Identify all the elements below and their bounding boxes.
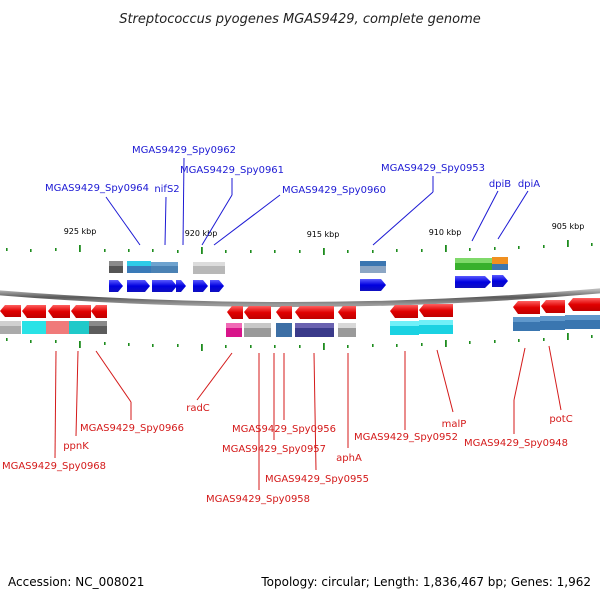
gene-label-spy0953[interactable]: MGAS9429_Spy0953 <box>381 163 485 174</box>
gene-label-apha[interactable]: aphA <box>336 453 362 464</box>
gene-label-dpia[interactable]: dpiA <box>518 179 540 190</box>
ruler-label-925: 925 kbp <box>64 227 97 236</box>
gene-arrow[interactable] <box>338 306 356 319</box>
gene-arrow[interactable] <box>568 298 600 311</box>
gene-label-spy0948[interactable]: MGAS9429_Spy0948 <box>464 438 568 449</box>
gene-label-spy0966[interactable]: MGAS9429_Spy0966 <box>80 423 184 434</box>
gene-label-spy0952[interactable]: MGAS9429_Spy0952 <box>354 432 458 443</box>
topology-text: Topology: circular; Length: 1,836,467 bp… <box>260 575 591 589</box>
gene-label-nifs2[interactable]: nifS2 <box>154 184 179 195</box>
gene-arrow[interactable] <box>390 305 418 318</box>
bottom-strand-genes <box>0 298 600 319</box>
gene-arrow[interactable] <box>419 304 453 317</box>
gene-arrow[interactable] <box>210 280 224 292</box>
bottom-annotation-blocks <box>0 315 600 337</box>
top-strand-genes <box>109 275 508 292</box>
accession-text: Accession: NC_008021 <box>8 575 144 589</box>
top-leader-lines <box>105 157 529 246</box>
genome-backbone <box>0 288 600 308</box>
gene-arrow[interactable] <box>152 280 177 292</box>
gene-label-radc[interactable]: radC <box>186 403 210 414</box>
gene-label-ppnk[interactable]: ppnK <box>63 441 89 452</box>
gene-arrow[interactable] <box>193 280 208 292</box>
gene-arrow[interactable] <box>48 305 70 318</box>
gene-label-spy0968[interactable]: MGAS9429_Spy0968 <box>2 461 106 472</box>
gene-arrow[interactable] <box>22 305 46 318</box>
gene-arrow[interactable] <box>295 306 334 319</box>
lower-tick-row <box>6 333 593 351</box>
gene-arrow[interactable] <box>276 306 292 319</box>
gene-arrow[interactable] <box>455 276 491 288</box>
top-annotation-blocks <box>109 257 508 274</box>
gene-label-dpib[interactable]: dpiB <box>489 179 511 190</box>
gene-arrow[interactable] <box>541 300 565 313</box>
gene-label-spy0956[interactable]: MGAS9429_Spy0956 <box>232 424 336 435</box>
gene-arrow[interactable] <box>0 305 21 317</box>
gene-label-spy0960[interactable]: MGAS9429_Spy0960 <box>282 185 386 196</box>
gene-label-spy0962[interactable]: MGAS9429_Spy0962 <box>132 145 236 156</box>
ruler-label-905: 905 kbp <box>552 222 585 231</box>
gene-label-spy0961[interactable]: MGAS9429_Spy0961 <box>180 165 284 176</box>
gene-arrow[interactable] <box>127 280 150 292</box>
upper-tick-row <box>6 240 593 255</box>
gene-label-malp[interactable]: malP <box>442 419 467 430</box>
gene-label-potc[interactable]: potC <box>549 414 572 425</box>
page-title: Streptococcus pyogenes MGAS9429, complet… <box>119 12 481 27</box>
gene-arrow[interactable] <box>176 280 186 292</box>
gene-arrow[interactable] <box>244 306 271 319</box>
gene-arrow[interactable] <box>492 275 508 287</box>
gene-label-spy0964[interactable]: MGAS9429_Spy0964 <box>45 183 149 194</box>
gene-arrow[interactable] <box>91 305 107 318</box>
gene-arrow[interactable] <box>71 305 91 318</box>
gene-arrow[interactable] <box>227 306 243 319</box>
gene-label-spy0955[interactable]: MGAS9429_Spy0955 <box>265 474 369 485</box>
gene-arrow[interactable] <box>513 301 540 314</box>
ruler-label-920: 920 kbp <box>185 229 218 238</box>
gene-arrow[interactable] <box>109 280 123 292</box>
gene-label-spy0957[interactable]: MGAS9429_Spy0957 <box>222 444 326 455</box>
gene-label-spy0958[interactable]: MGAS9429_Spy0958 <box>206 494 310 505</box>
ruler-label-910: 910 kbp <box>429 228 462 237</box>
ruler-label-915: 915 kbp <box>307 230 340 239</box>
gene-arrow[interactable] <box>360 279 386 291</box>
bottom-leader-lines <box>54 345 562 490</box>
